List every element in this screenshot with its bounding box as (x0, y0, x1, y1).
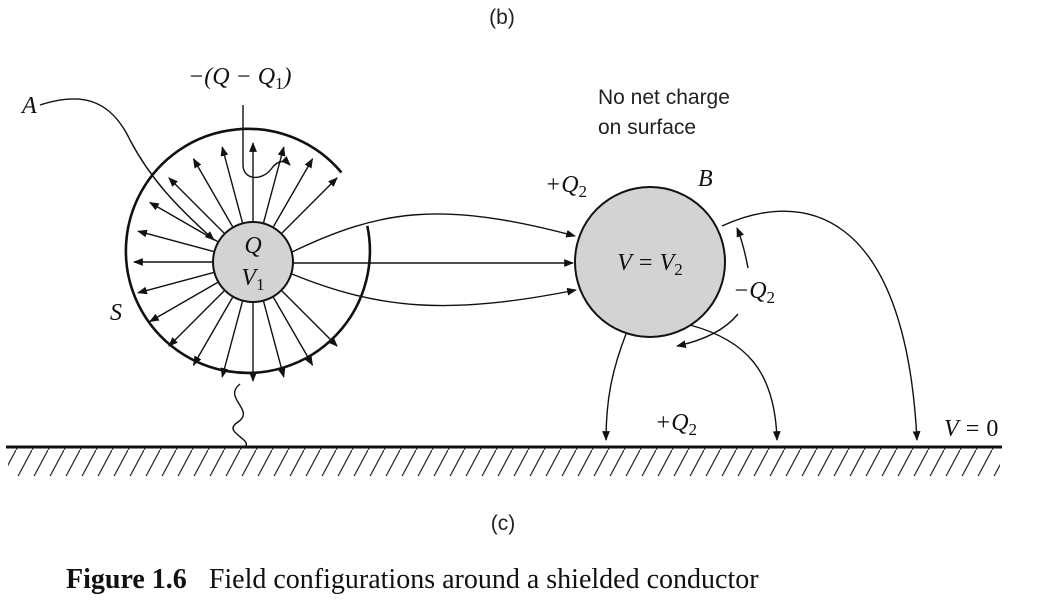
ground-line-middle (689, 324, 781, 441)
surface-s-label: S (110, 300, 122, 326)
sphere-b-potential-label: V = V2 (617, 250, 683, 279)
radial-field-line (220, 146, 244, 223)
inner-charge-label: Q (244, 233, 261, 259)
ground-line-left (602, 333, 627, 441)
radial-field-line (220, 301, 244, 378)
radial-field-line (168, 177, 225, 234)
induced-arrow-curl (676, 313, 739, 348)
radial-field-line (262, 146, 286, 223)
radial-field-line (262, 301, 286, 378)
no-net-charge-line1: No net charge (598, 86, 730, 109)
ground-hatching (8, 448, 1000, 476)
induced-arrow-up (736, 227, 749, 269)
inner-conductor (212, 221, 294, 303)
radial-field-line (192, 158, 234, 227)
minus-q2-label: −Q2 (733, 278, 775, 307)
sphere-b-label: B (698, 166, 713, 192)
field-line-lower (291, 273, 577, 307)
radial-field-line (149, 281, 218, 323)
no-net-charge-line2: on surface (598, 116, 696, 139)
radial-field-line (281, 177, 338, 234)
radial-field-line (137, 229, 214, 253)
sphere-b (574, 186, 726, 338)
plus-q2-ground-label: +Q2 (655, 410, 697, 439)
field-line-upper (291, 213, 576, 253)
shield-ground-wire (232, 383, 247, 447)
shield-charge-pointer (242, 105, 291, 179)
plus-q2-top-label: +Q2 (545, 172, 587, 201)
radial-field-line (272, 297, 314, 366)
shield-charge-label: −(Q − Q1) (188, 64, 292, 93)
radial-field-line (272, 158, 314, 227)
panel-b-label: (b) (489, 6, 515, 29)
pointer-a (39, 98, 215, 241)
ground-potential-label: V = 0 (944, 416, 998, 442)
radial-field-line (137, 271, 214, 295)
radial-field-line (168, 290, 225, 347)
point-a-label: A (20, 93, 37, 119)
ground-line-right (721, 210, 921, 441)
radial-field-line (281, 290, 338, 347)
inner-radial-field-lines (133, 142, 338, 382)
radial-field-line (192, 297, 234, 366)
radial-field-line (149, 201, 218, 243)
panel-c-label: (c) (491, 512, 516, 535)
